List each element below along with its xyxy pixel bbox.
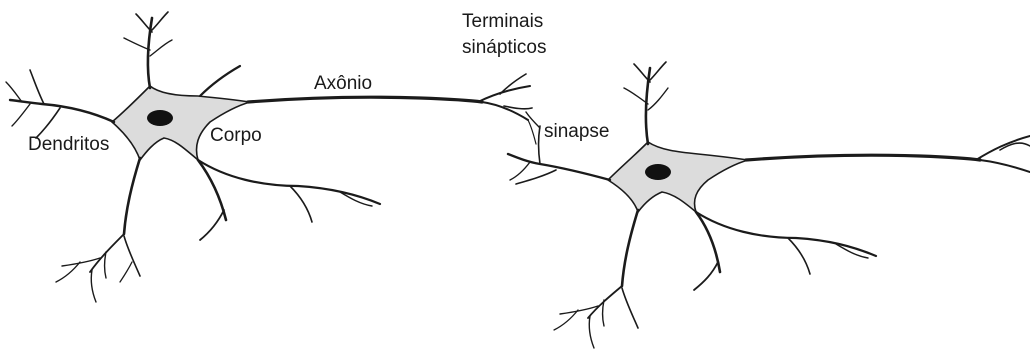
neuron-1-nucleus <box>147 110 173 126</box>
neuron-1-dendrites-lower <box>56 158 380 302</box>
neuron-2-dendrites-upper <box>624 62 668 144</box>
neuron-2-synaptic-terminals <box>976 136 1030 172</box>
neuron-2-dendrites-lower <box>554 210 876 348</box>
neuron-2-nucleus <box>645 164 671 180</box>
label-terminais-line1: Terminais <box>462 10 543 34</box>
neuron-2-soma <box>608 142 748 212</box>
neuron-1-synaptic-terminals <box>478 74 532 120</box>
label-axonio: Axônio <box>314 72 372 96</box>
label-terminais-line2: sinápticos <box>462 36 547 60</box>
neuron-1-soma <box>112 86 250 160</box>
neuron-1-dendrites-upper <box>124 12 240 96</box>
neuron-1-axon <box>248 97 482 102</box>
neuron-1-dendrites-left <box>6 70 114 138</box>
label-sinapse: sinapse <box>544 120 610 144</box>
label-corpo: Corpo <box>210 124 262 148</box>
neuron-2 <box>508 62 1030 348</box>
label-dendritos: Dendritos <box>28 133 109 157</box>
neuron-1 <box>6 12 532 302</box>
neuron-2-axon <box>746 155 980 160</box>
